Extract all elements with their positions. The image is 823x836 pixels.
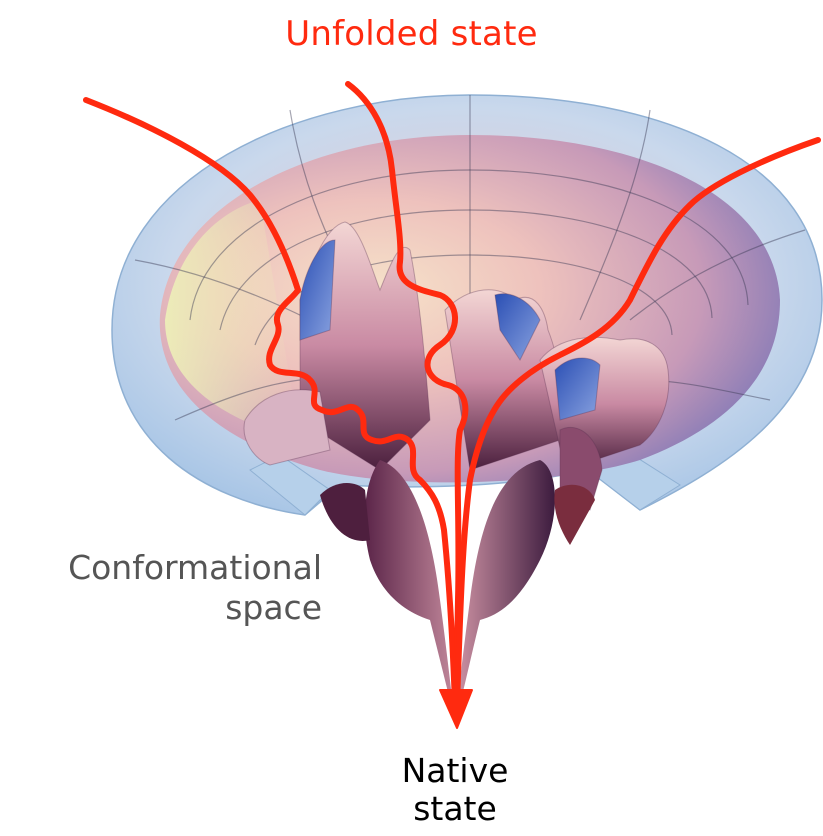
- native-state-line2: state: [355, 790, 555, 828]
- unfolded-state-label: Unfolded state: [0, 14, 823, 54]
- native-state-arrowhead: [440, 690, 472, 728]
- native-state-label: Native state: [355, 752, 555, 828]
- conformational-space-line1: Conformational: [0, 548, 322, 588]
- native-state-line1: Native: [355, 752, 555, 790]
- conformational-space-line2: space: [0, 588, 322, 628]
- conformational-space-label: Conformational space: [0, 548, 322, 628]
